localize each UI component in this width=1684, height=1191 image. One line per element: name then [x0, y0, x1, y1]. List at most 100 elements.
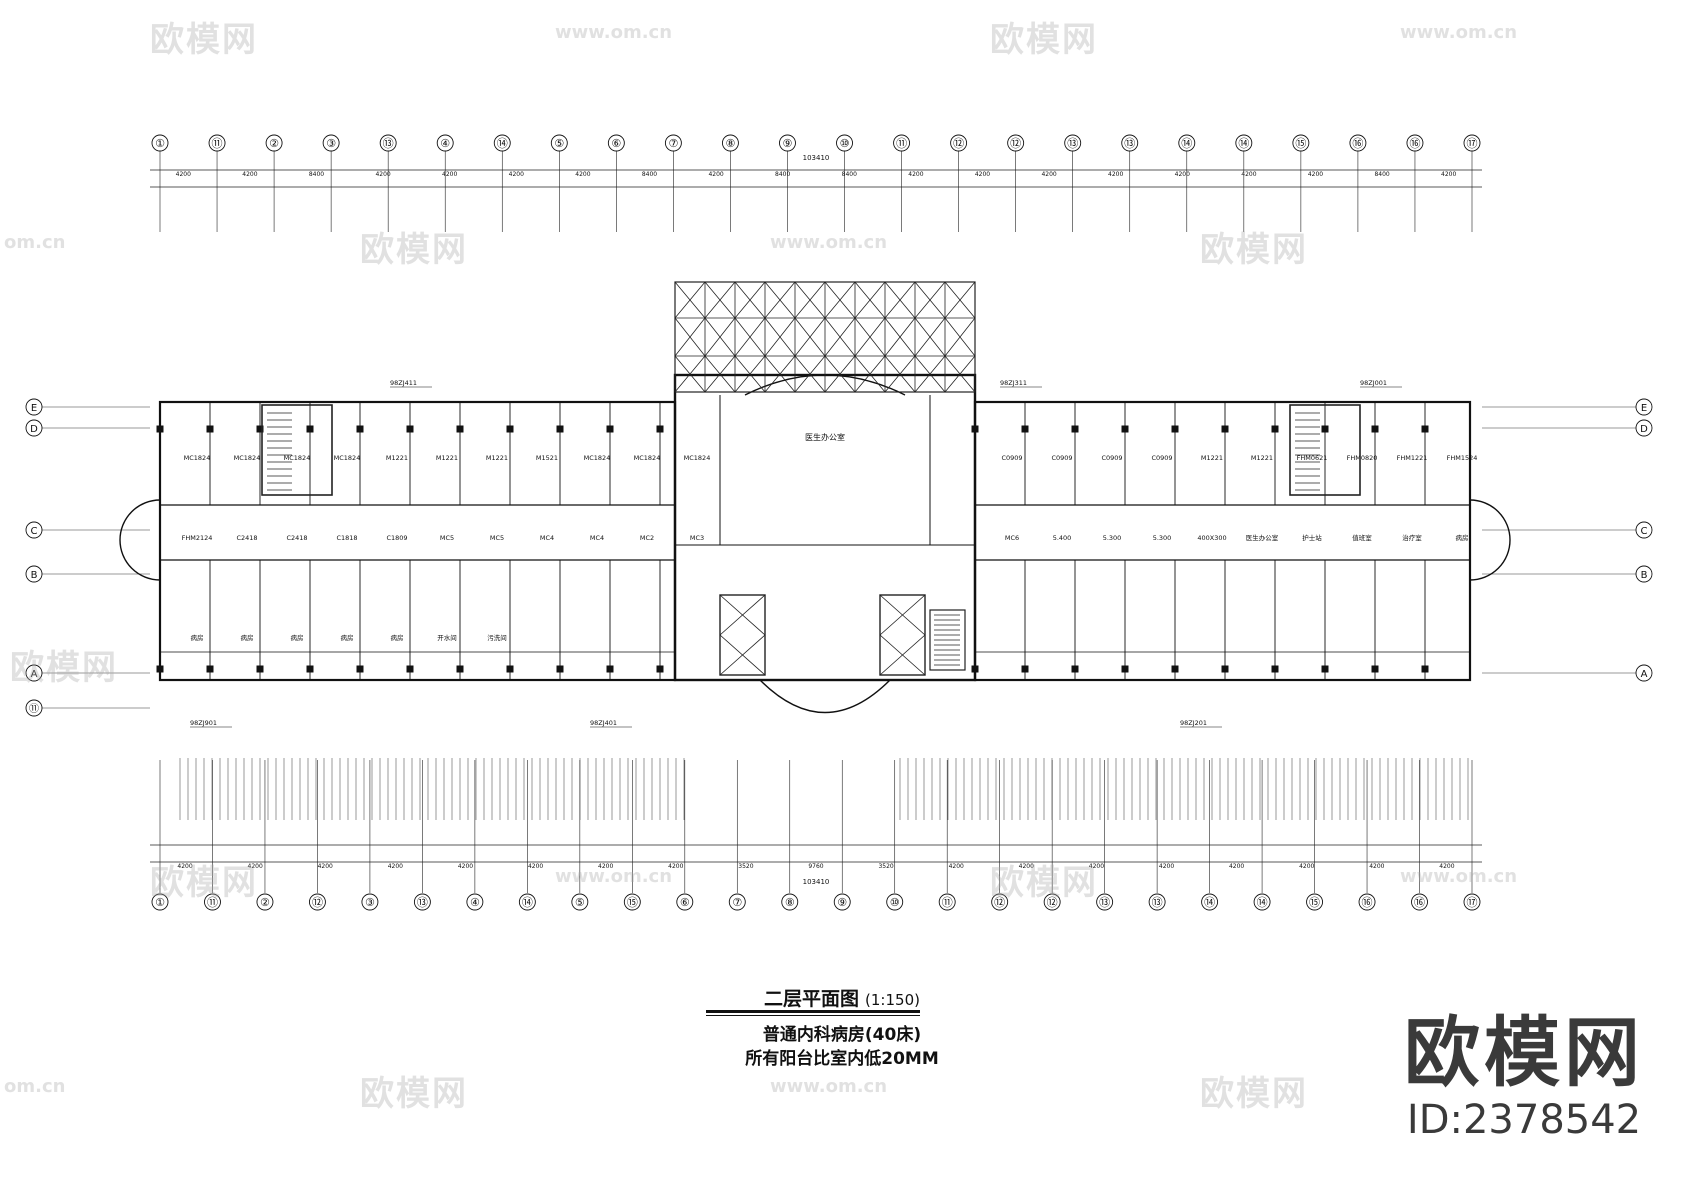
axis-label: ②: [269, 137, 279, 150]
axis-label: ⑭: [522, 896, 533, 909]
axis-label: ⑫: [953, 137, 964, 150]
axis-bubble: [493, 134, 511, 152]
row-axis-bubble: [1635, 565, 1653, 583]
room-label: 病房: [191, 633, 204, 642]
column: [556, 665, 564, 673]
axis-bubble: [1043, 893, 1061, 911]
column: [406, 425, 414, 433]
row-axis-label: D: [1640, 424, 1648, 435]
stair-well: [1289, 404, 1361, 496]
room-label: MC5: [440, 534, 454, 542]
column: [406, 665, 414, 673]
brand-stamp: 欧模网 ID:2378542: [1404, 1015, 1644, 1144]
column: [1271, 425, 1279, 433]
axis-label: ⑨: [783, 137, 793, 150]
column: [206, 425, 214, 433]
room-label: 病房: [341, 633, 354, 642]
canopy-brace: [734, 355, 766, 393]
watermark-url: om.cn: [4, 232, 66, 253]
row-axis-label: A: [1641, 669, 1648, 680]
axis-label: ⑭: [1238, 137, 1249, 150]
axis-label: ⑤: [575, 896, 585, 909]
room-label: M1221: [1251, 454, 1273, 462]
room-label: M1221: [436, 454, 458, 462]
room-label: FHM2124: [182, 534, 213, 542]
bottom-span-label: 4200: [177, 863, 192, 870]
axis-bubble: [938, 893, 956, 911]
canopy-brace: [674, 281, 706, 319]
row-axis-label: ⑪: [29, 703, 39, 715]
axis-label: ⑤: [554, 137, 564, 150]
watermark-logo: 欧模网: [360, 1074, 468, 1114]
canopy-brace: [764, 281, 796, 319]
axis-label: ⑫: [1010, 137, 1021, 150]
room-label: MC3: [690, 534, 704, 542]
axis-label: ⑦: [668, 137, 678, 150]
column: [156, 665, 164, 673]
watermark-logo: 欧模网: [150, 20, 258, 60]
room-label: 400X300: [1197, 534, 1226, 542]
top-span-label: 4200: [442, 171, 457, 178]
row-axis-label: B: [1641, 570, 1648, 581]
axis-label: ⑬: [1152, 896, 1163, 909]
axis-label: ⑰: [1467, 896, 1478, 909]
top-span-label: 4200: [1441, 171, 1456, 178]
canopy-brace: [704, 317, 736, 357]
axis-label: ⑭: [1204, 896, 1215, 909]
room-label: C0909: [1001, 454, 1022, 462]
top-span-label: 8400: [1374, 171, 1389, 178]
axis-label: ⑫: [994, 896, 1005, 909]
axis-label: ⑬: [1124, 137, 1135, 150]
axis-bubble: [322, 134, 340, 152]
row-axis-label: B: [31, 570, 38, 581]
column: [1421, 425, 1429, 433]
row-axis-label: C: [31, 526, 38, 537]
canopy-brace: [854, 281, 886, 319]
watermark-logo: 欧模网: [990, 863, 1098, 903]
axis-bubble: [833, 893, 851, 911]
axis-bubble: [721, 134, 739, 152]
canopy-brace: [764, 355, 796, 393]
axis-label: ⑪: [896, 137, 907, 150]
canopy-brace: [914, 317, 946, 357]
canopy-brace: [914, 355, 946, 393]
bottom-span-label: 4200: [1299, 863, 1314, 870]
column: [1221, 425, 1229, 433]
room-label: MC1824: [184, 454, 211, 462]
watermark-url: www.om.cn: [1400, 22, 1518, 43]
top-span-label: 4200: [375, 171, 390, 178]
row-axis-label: C: [1641, 526, 1648, 537]
dimension-lines: [42, 151, 1636, 893]
room-label: 病房: [241, 633, 254, 642]
room-label: MC4: [540, 534, 554, 542]
watermark-url: www.om.cn: [555, 22, 673, 43]
column: [556, 425, 564, 433]
watermark-logo: 欧模网: [990, 20, 1098, 60]
bottom-span-label: 4200: [949, 863, 964, 870]
axis-bubble: [265, 134, 283, 152]
room-label: 病房: [391, 633, 404, 642]
column: [456, 425, 464, 433]
axis-bubble: [518, 893, 536, 911]
detail-callout: 98ZJ901: [190, 719, 217, 727]
bottom-span-label: 3520: [738, 863, 753, 870]
glass-canopy: [674, 281, 976, 393]
column: [1171, 665, 1179, 673]
axis-bubble: [1253, 893, 1271, 911]
top-span-label: 4200: [575, 171, 590, 178]
canopy-brace: [884, 317, 916, 357]
bottom-span-label: 4200: [248, 863, 263, 870]
row-axis-bubble: [1635, 521, 1653, 539]
top-span-label: 4200: [908, 171, 923, 178]
canopy-brace: [824, 317, 856, 357]
column: [1371, 425, 1379, 433]
axis-bubble: [1306, 893, 1324, 911]
room-label: C0909: [1151, 454, 1172, 462]
lobby-label: 医生办公室: [805, 432, 845, 442]
room-label: FHM0820: [1347, 454, 1378, 462]
canopy-brace: [944, 355, 976, 393]
bottom-span-label: 3520: [878, 863, 893, 870]
detail-callout: 98ZJ201: [1180, 719, 1207, 727]
